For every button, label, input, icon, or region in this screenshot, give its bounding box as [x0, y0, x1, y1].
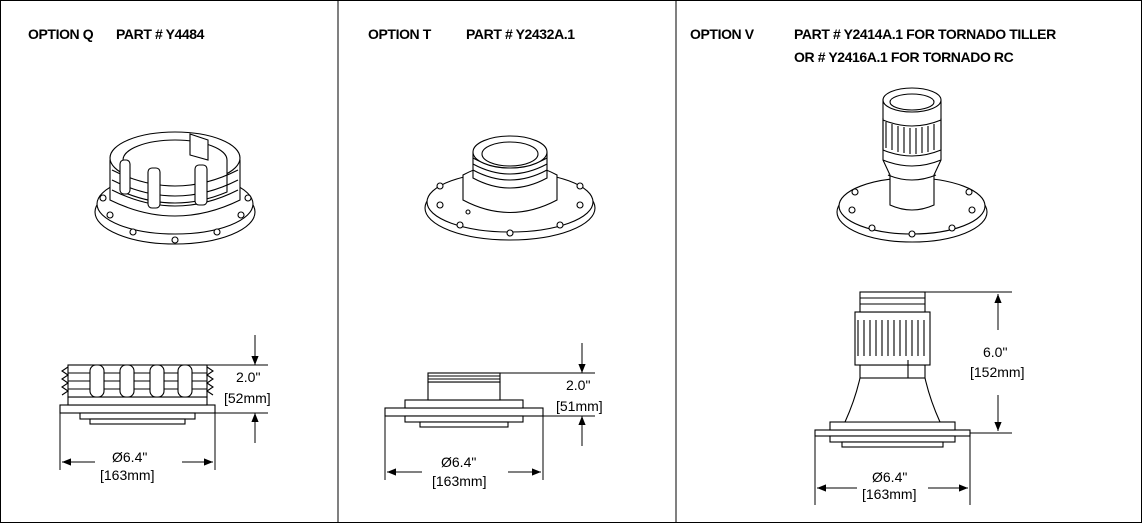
panel-t-part: PART # Y2432A.1: [466, 26, 575, 42]
fitting-v-iso-icon: [836, 87, 988, 243]
fitting-q-iso-icon: [94, 131, 256, 245]
panel-q-dia-in: Ø6.4": [112, 449, 147, 465]
panel-v-part-line2: OR # Y2416A.1 FOR TORNADO RC: [794, 49, 1014, 65]
panel-t-dimensions: [384, 343, 595, 480]
panel-t-option: OPTION T: [368, 26, 432, 42]
panel-t-dia-mm: [163mm]: [432, 473, 486, 489]
panel-q-height-mm: [52mm]: [224, 390, 271, 406]
panel-v-height-in: 6.0": [983, 344, 1007, 360]
panel-v-dia-mm: [163mm]: [862, 486, 916, 502]
fitting-q-side-icon: [59, 364, 216, 425]
panel-t-height-in: 2.0": [566, 377, 590, 393]
panel-q-part: PART # Y4484: [116, 26, 205, 42]
panel-v-part-line1: PART # Y2414A.1 FOR TORNADO TILLER: [794, 26, 1056, 42]
fitting-t-side-icon: [384, 372, 544, 428]
panel-t-dia-in: Ø6.4": [441, 454, 476, 470]
panel-q-height-in: 2.0": [236, 369, 260, 385]
panel-q-dimensions: [59, 335, 268, 470]
panel-v-dia-in: Ø6.4": [872, 469, 907, 485]
fitting-t-iso-icon: [424, 135, 596, 241]
fitting-v-side-icon: [814, 291, 971, 448]
panel-v-option: OPTION V: [690, 26, 755, 42]
panel-t-height-mm: [51mm]: [556, 398, 603, 414]
panel-v-dimensions: [814, 291, 1012, 505]
panel-q-option: OPTION Q: [28, 26, 94, 42]
panel-v-height-mm: [152mm]: [970, 364, 1024, 380]
panel-q-dia-mm: [163mm]: [100, 467, 154, 483]
